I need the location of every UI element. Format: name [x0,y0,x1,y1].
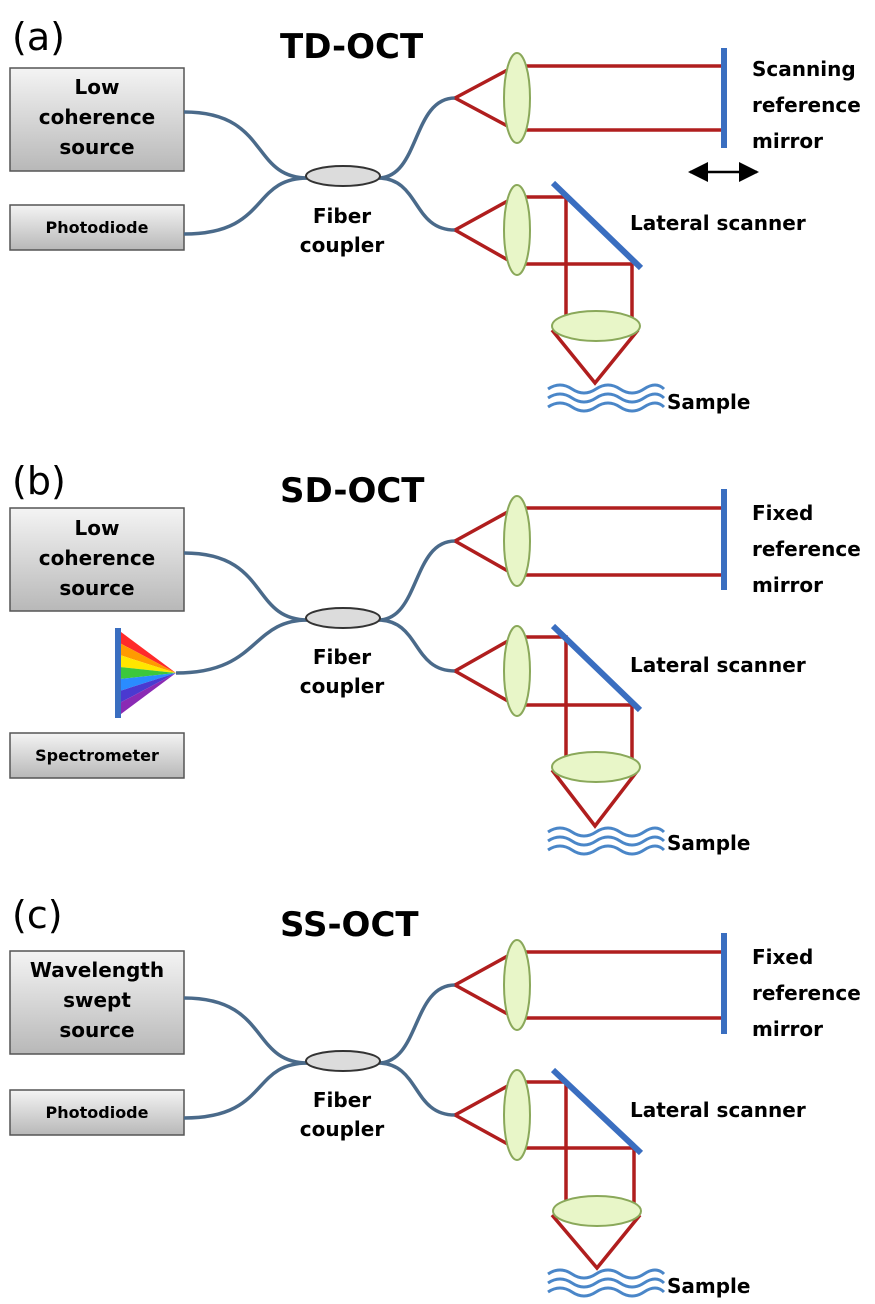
panel-c: (c) SS-OCT Wavelength swept source Photo… [9,893,861,1298]
panel-a-source-line-2: coherence [39,105,155,129]
panel-c-fiber-coupler [305,1050,381,1072]
panel-a-reference-lens [503,52,531,144]
panel-b: (b) SD-OCT Low coherence source Spectrom… [9,459,861,856]
panel-b-reference-lens [503,495,531,587]
panel-c-source-line-1: Wavelength [30,958,164,982]
panel-a-sample-label: Sample [667,390,750,414]
panel-c-letter: (c) [12,893,63,937]
spectrum-band [121,655,176,673]
panel-b-source-line-3: source [59,576,134,600]
panel-a-fiber-detector [183,176,309,236]
panel-b-coupler-line-1: Fiber [313,645,371,669]
panel-b-fiber-detector [175,618,309,675]
panel-a-source-line-1: Low [75,75,120,99]
panel-b-source-box [9,507,185,612]
panel-b-spectrum-fan [121,632,176,714]
panel-a-sample-icon [547,383,666,413]
panel-b-fiber-sample [377,618,456,673]
panel-a-detector-box [9,204,185,251]
panel-b-focusing-lens [551,751,641,783]
panel-b-lateral-scanner [550,623,643,713]
panel-a-detector-label: Photodiode [46,218,149,237]
panel-a-letter: (a) [12,15,65,59]
panel-b-fiber-source [183,551,309,622]
panel-a-fiber-reference [377,96,456,180]
panel-c-title: SS-OCT [280,905,419,945]
panel-a-mirror-line-3: mirror [752,129,823,153]
panel-c-coupler-line-1: Fiber [313,1088,371,1112]
spectrum-band [121,643,176,673]
panel-c-coupler-line-2: coupler [300,1117,385,1141]
panel-c-detector-label: Photodiode [46,1103,149,1122]
panel-b-detector-box [9,732,185,779]
panel-a-mirror-line-2: reference [752,93,861,117]
panel-c-mirror-line-1: Fixed [752,945,813,969]
panel-b-sample-icon [547,826,666,856]
panel-b-mirror-line-1: Fixed [752,501,813,525]
panel-c-source-line-3: source [59,1018,134,1042]
panel-a-sample-arm-lens [503,184,531,276]
panel-b-letter: (b) [12,459,66,503]
panel-a-coupler-line-2: coupler [300,233,385,257]
panel-b-scanner-label: Lateral scanner [630,653,806,677]
panel-a-fiber-sample [377,176,456,232]
spectrum-band [121,632,176,673]
panel-a-title: TD-OCT [280,27,424,67]
panel-a-fiber-source [183,110,309,180]
panel-c-scanner-label: Lateral scanner [630,1098,806,1122]
spectrum-band [121,673,176,714]
panel-a-focusing-lens [551,310,641,342]
panel-c-mirror-line-3: mirror [752,1017,823,1041]
panel-c-reference-lens [503,939,531,1031]
panel-a-coupler-line-1: Fiber [313,204,371,228]
panel-b-sample-beam [454,635,640,829]
panel-a-scanner-label: Lateral scanner [630,211,806,235]
panel-a-reference-beam [454,64,722,132]
panel-a-source-line-3: source [59,135,134,159]
panel-a-source-box [9,67,185,172]
panel-b-detector-label: Spectrometer [35,746,159,765]
spectrum-band [121,667,176,679]
panel-c-sample-beam [454,1080,642,1271]
panel-c-lateral-scanner [550,1067,644,1156]
panel-a-lateral-scanner [550,180,644,271]
panel-b-sample-label: Sample [667,831,750,855]
panel-c-fiber-detector [183,1061,309,1120]
panel-b-title: SD-OCT [280,471,425,511]
panel-b-coupler-line-2: coupler [300,674,385,698]
panel-b-source-line-2: coherence [39,546,155,570]
panel-a-fiber-coupler [305,165,381,187]
panel-c-fiber-reference [377,983,456,1065]
panel-b-reference-beam [454,506,722,577]
panel-c-detector-box [9,1089,185,1136]
spectrum-band [121,673,176,703]
panel-c-fiber-sample [377,1061,456,1117]
panel-c-source-box [9,950,185,1055]
panel-c-focusing-lens [552,1195,642,1227]
panel-b-fiber-coupler [305,607,381,629]
panel-a-mirror-line-1: Scanning [752,57,856,81]
panel-b-mirror-line-2: reference [752,537,861,561]
panel-a: (a) TD-OCT Low coherence source Photodio… [9,15,861,414]
panel-c-fiber-source [183,996,309,1065]
panel-b-mirror-line-3: mirror [752,573,823,597]
panel-c-sample-icon [547,1268,666,1298]
panel-c-sample-arm-lens [503,1069,531,1161]
panel-c-reference-beam [454,950,722,1020]
panel-c-sample-label: Sample [667,1274,750,1298]
panel-c-mirror-line-2: reference [752,981,861,1005]
panel-b-source-line-1: Low [75,516,120,540]
panel-c-source-line-2: swept [63,988,131,1012]
panel-b-fiber-reference [377,539,456,622]
panel-b-sample-arm-lens [503,625,531,717]
panel-a-sample-beam [454,195,640,386]
